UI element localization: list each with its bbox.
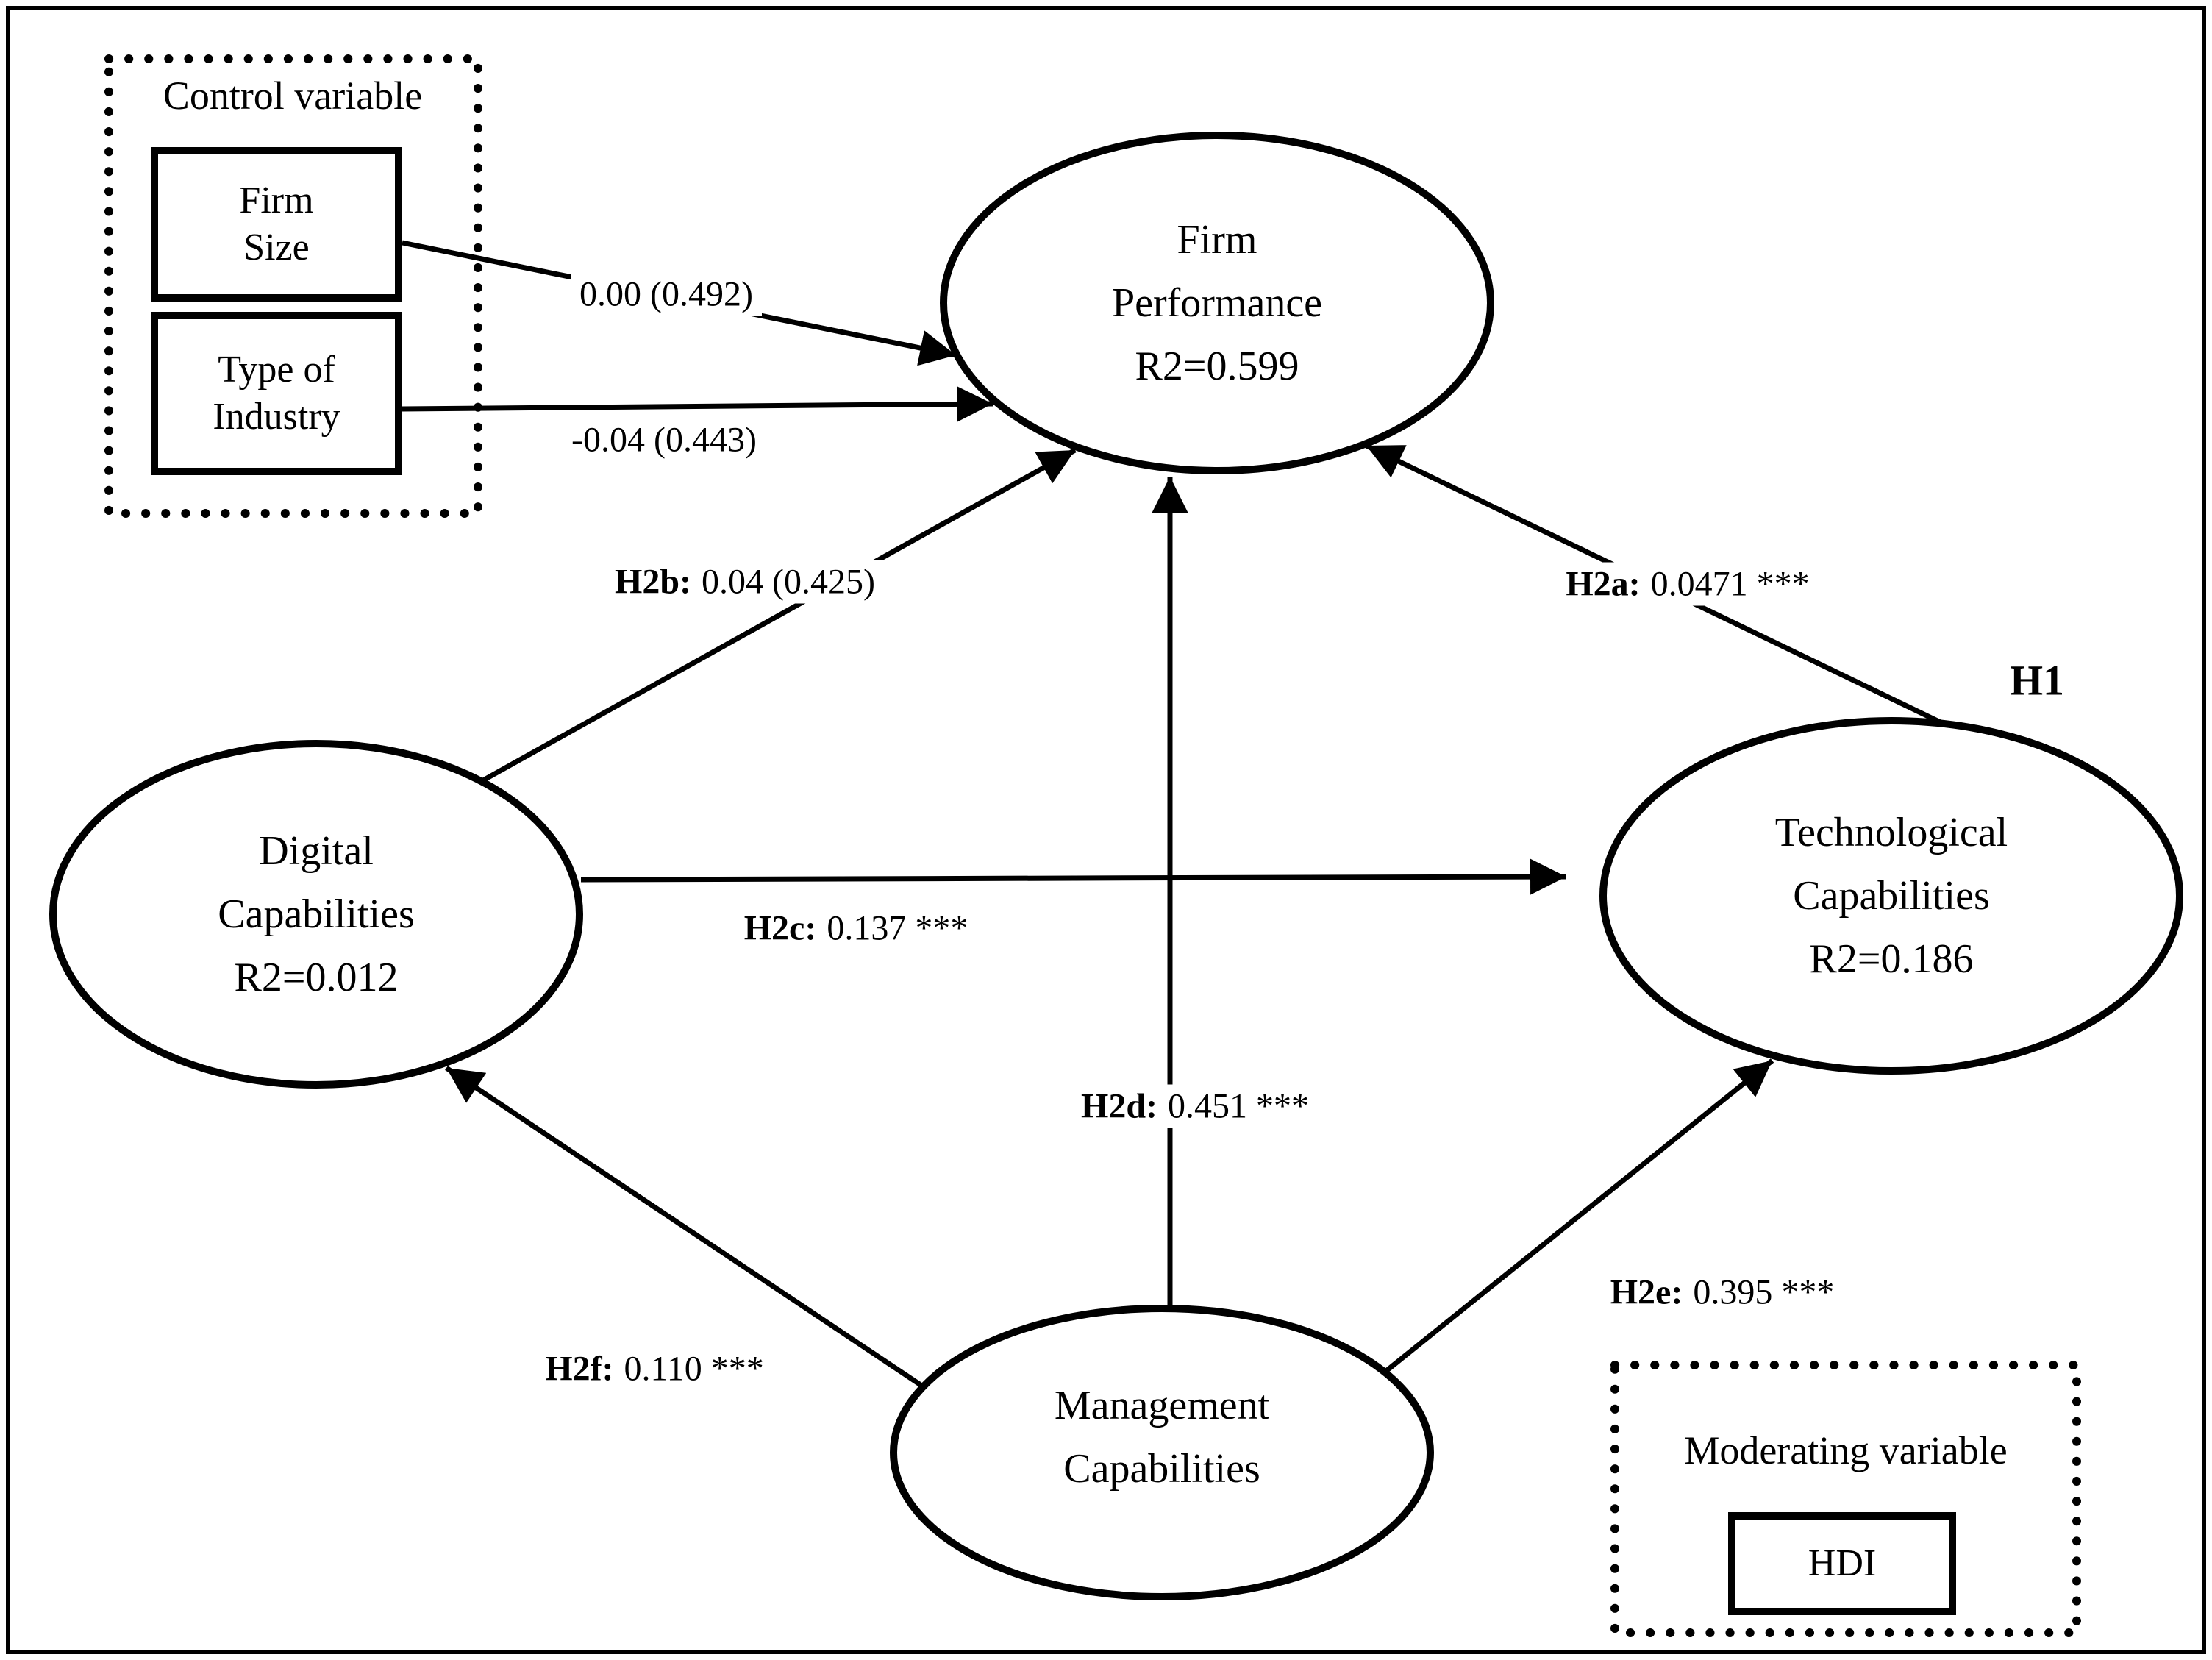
- management-capabilities-line1: Management: [1054, 1383, 1270, 1428]
- h2e-coefficient: 0.395 ***: [1693, 1272, 1835, 1312]
- industry-path-label: -0.04 (0.443): [563, 418, 766, 462]
- firm-performance-r2: R2=0.599: [1135, 343, 1299, 389]
- arrow-h2e-management-to-technological: [1380, 1058, 1774, 1376]
- firm-size-path-value: 0.00 (0.492): [579, 274, 753, 314]
- firm-performance-node-text: Firm Performance R2=0.599: [1112, 208, 1322, 398]
- technological-capabilities-node-text: Technological Capabilities R2=0.186: [1775, 801, 2008, 991]
- digital-capabilities-r2: R2=0.012: [234, 955, 399, 1000]
- h2a-hypothesis-id: H2a:: [1566, 564, 1641, 604]
- h2e-path-label: H2e:0.395 ***: [1601, 1270, 1844, 1314]
- h2e-hypothesis-id: H2e:: [1610, 1272, 1683, 1312]
- firm-performance-line2: Performance: [1111, 280, 1323, 326]
- digital-capabilities-line1: Digital: [259, 828, 374, 874]
- h2f-hypothesis-id: H2f:: [545, 1349, 614, 1389]
- hdi-label: HDI: [1808, 1542, 1877, 1584]
- arrow-h2b-digital-to-performance: [480, 447, 1077, 784]
- h2a-path-label: H2a:0.0471 ***: [1557, 562, 1819, 606]
- h2c-hypothesis-id: H2c:: [743, 908, 817, 948]
- arrow-h2f-management-to-digital: [445, 1066, 924, 1389]
- arrow-h2c-digital-to-technological: [580, 858, 1567, 895]
- outer-border: [6, 6, 2206, 1654]
- digital-capabilities-line2: Capabilities: [218, 891, 415, 937]
- moderating-variable-group-title: Moderating variable: [1684, 1428, 2008, 1472]
- h2d-hypothesis-id: H2d:: [1080, 1086, 1158, 1126]
- hdi-box: HDI: [1728, 1512, 1956, 1615]
- moderating-variable-group-border: [1610, 1361, 2081, 1637]
- arrow-industry-to-firm-performance: [402, 385, 993, 422]
- digital-capabilities-node-text: Digital Capabilities R2=0.012: [218, 819, 415, 1009]
- firm-size-path-label: 0.00 (0.492): [571, 272, 762, 316]
- h2d-coefficient: 0.451 ***: [1168, 1086, 1310, 1126]
- management-capabilities-line2: Capabilities: [1063, 1446, 1260, 1492]
- type-of-industry-label-line2: Industry: [213, 396, 340, 438]
- firm-size-box: Firm Size: [151, 147, 402, 302]
- control-variable-group-title: Control variable: [163, 74, 423, 118]
- management-capabilities-ellipse: [890, 1305, 1434, 1600]
- h2a-coefficient: 0.0471 ***: [1650, 564, 1810, 604]
- h1-hypothesis-label: H1: [2009, 656, 2065, 705]
- technological-capabilities-r2: R2=0.186: [1809, 936, 1974, 982]
- type-of-industry-box: Type of Industry: [151, 312, 402, 475]
- h2c-path-label: H2c:0.137 ***: [735, 906, 977, 950]
- technological-capabilities-ellipse: [1599, 717, 2183, 1075]
- firm-performance-line1: Firm: [1177, 217, 1257, 263]
- technological-capabilities-line1: Technological: [1774, 810, 2008, 855]
- firm-size-label-line1: Firm: [239, 179, 314, 221]
- firm-size-label-line2: Size: [243, 227, 310, 268]
- h2d-path-label: H2d:0.451 ***: [1071, 1084, 1319, 1128]
- type-of-industry-label-line1: Type of: [218, 349, 335, 391]
- digital-capabilities-ellipse: [49, 740, 583, 1089]
- h2b-hypothesis-id: H2b:: [615, 562, 692, 602]
- technological-capabilities-line2: Capabilities: [1793, 873, 1990, 919]
- industry-path-value: -0.04 (0.443): [571, 420, 757, 460]
- firm-performance-ellipse: [940, 132, 1494, 474]
- control-variable-group-border: [104, 54, 482, 518]
- h2f-coefficient: 0.110 ***: [624, 1349, 764, 1389]
- h2f-path-label: H2f:0.110 ***: [536, 1347, 773, 1391]
- h2b-coefficient: 0.04 (0.425): [702, 562, 875, 602]
- h2c-coefficient: 0.137 ***: [827, 908, 968, 948]
- management-capabilities-node-text: Management Capabilities: [1055, 1374, 1269, 1500]
- h2b-path-label: H2b:0.04 (0.425): [606, 560, 884, 604]
